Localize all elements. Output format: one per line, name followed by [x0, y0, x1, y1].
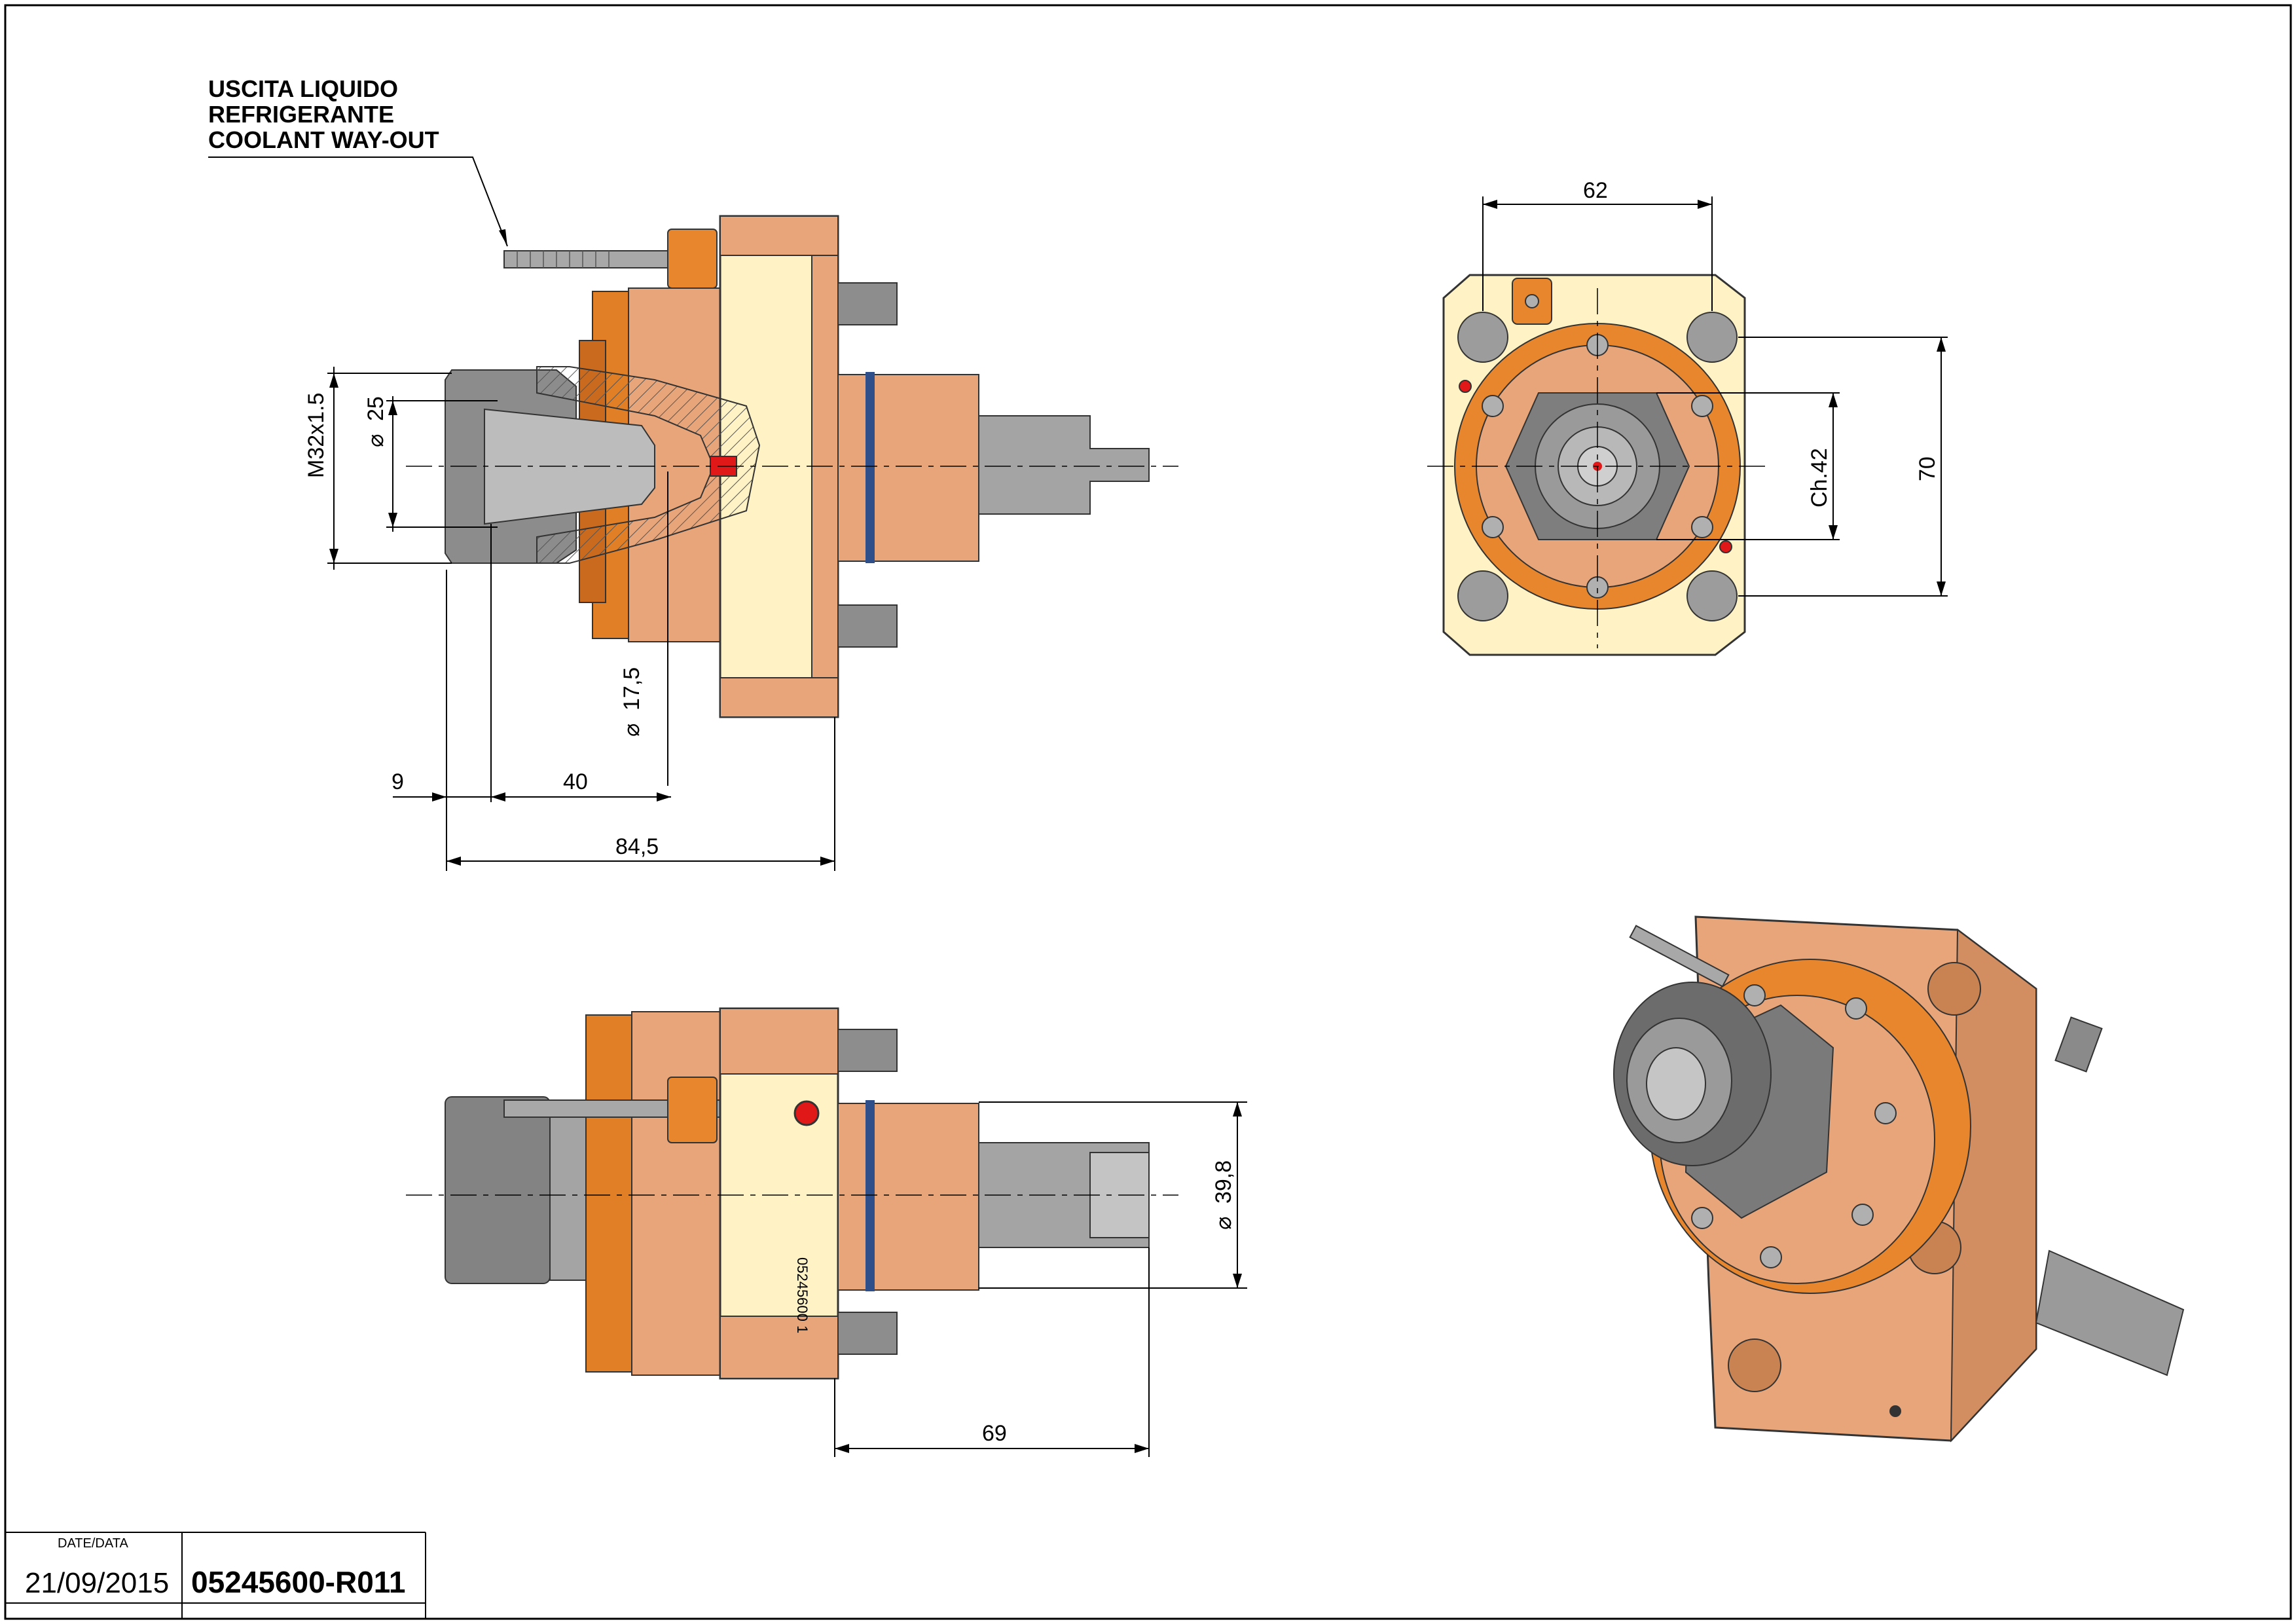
o-ring: [866, 372, 875, 563]
dim-d17-symbol: ⌀: [619, 724, 644, 737]
bottom-view-dimensions: [834, 1101, 1247, 1457]
bottom-collet-nut: [445, 1096, 551, 1284]
dim-m32: M32x1.5: [304, 393, 329, 478]
front-socket-screws: [1457, 312, 1738, 621]
drive-shaft: [978, 415, 1150, 515]
dim-9: 9: [392, 769, 404, 794]
title-block: DATE/DATA 21/09/2015 05245600-R011: [5, 1532, 426, 1619]
isometric-view: [1613, 915, 2185, 1443]
shaft-housing: [837, 374, 979, 562]
part-marking: 05245600 1: [794, 1257, 811, 1333]
side-view-section: [406, 215, 1178, 718]
coolant-note: USCITA LIQUIDO REFRIGERANTE COOLANT WAY-…: [208, 75, 508, 247]
bottom-fitting: [667, 1077, 718, 1143]
title-date: 21/09/2015: [25, 1567, 169, 1599]
dim-70: 70: [1915, 456, 1940, 481]
note-line-1: USCITA LIQUIDO: [208, 75, 398, 102]
bolt-top: [837, 282, 898, 325]
dim-d25-symbol: ⌀: [363, 434, 388, 447]
dim-69: 69: [982, 1421, 1007, 1446]
dim-62: 62: [1583, 178, 1608, 203]
side-view-dimensions: [327, 367, 835, 871]
note-line-3: COOLANT WAY-OUT: [208, 126, 439, 153]
bolt-bottom: [837, 604, 898, 648]
title-drawing-code: 05245600-R011: [191, 1565, 405, 1599]
dim-d17: 17,5: [619, 667, 644, 710]
section-hatch: [536, 366, 761, 564]
bottom-orange-flange: [585, 1014, 636, 1373]
copper-housing: [628, 287, 721, 642]
iso-coolant-tube: [1629, 925, 1730, 987]
dim-d39-symbol: ⌀: [1211, 1217, 1236, 1230]
dim-d39-8: 39,8: [1211, 1160, 1236, 1204]
note-line-2: REFRIGERANTE: [208, 101, 394, 128]
bottom-copper-housing: [631, 1011, 724, 1376]
title-date-label: DATE/DATA: [58, 1536, 128, 1551]
note-leader-line: [208, 157, 508, 247]
coolant-tube: [503, 250, 675, 268]
collet-taper: [484, 408, 655, 525]
sheet-border: [4, 4, 2292, 1620]
dim-40: 40: [563, 769, 588, 794]
bottom-coolant-port: [793, 1100, 820, 1126]
dim-84-5: 84,5: [615, 834, 659, 859]
coolant-fitting: [667, 229, 718, 289]
front-view-dimensions: [1482, 196, 1948, 597]
front-view: [1427, 274, 1768, 656]
bottom-shaft-housing: [837, 1103, 979, 1291]
note-leader-arrow: [499, 229, 507, 246]
dim-d25: 25: [363, 396, 388, 421]
dim-ch42: Ch.42: [1807, 448, 1832, 507]
iso-shaft: [2035, 1249, 2185, 1376]
bottom-side-view: 05245600 1: [406, 1007, 1178, 1380]
